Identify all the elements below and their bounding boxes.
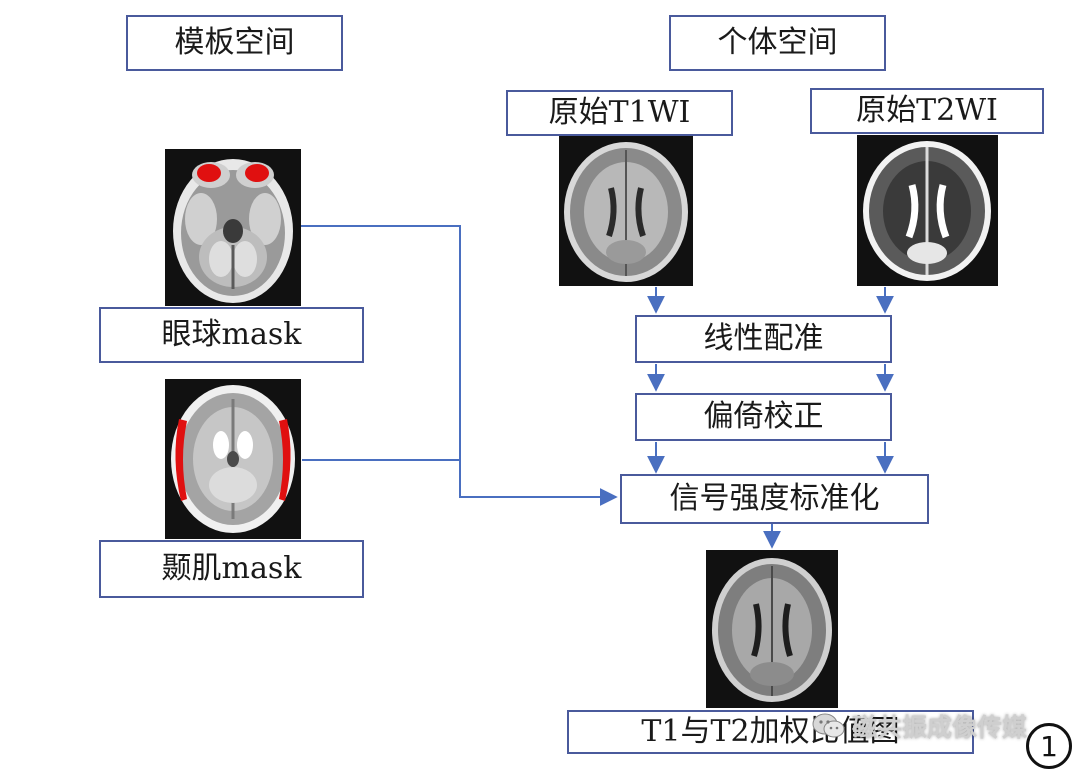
intensity-normalization-label: 信号强度标准化 (669, 481, 880, 516)
individual-space-label: 个体空间 (717, 25, 838, 60)
template-brain-eye-image (165, 149, 301, 306)
t2-weighted-image (857, 135, 998, 286)
template-eye-brain-icon (173, 159, 293, 303)
template-space-header: 模板空间 (126, 15, 343, 71)
ratio-map-box: T1与T2加权比值图 (567, 710, 974, 754)
linear-registration-label: 线性配准 (703, 321, 824, 356)
ratio-map-image (706, 550, 838, 708)
t2-brain-icon (863, 141, 991, 281)
raw-t2-label: 原始T2WI (856, 93, 998, 128)
ratio-brain-icon (712, 558, 832, 702)
t1-brain-icon (564, 142, 688, 282)
bias-correction-box: 偏倚校正 (635, 393, 892, 441)
raw-t1-box: 原始T1WI (506, 90, 733, 136)
temporal-mask-label: 颞肌mask (161, 551, 302, 586)
bias-correction-label: 偏倚校正 (703, 399, 824, 434)
figure-number: 1 (1040, 729, 1058, 763)
ratio-map-label: T1与T2加权比值图 (641, 714, 900, 749)
arrow-eye-mask-to-normalization (300, 225, 618, 506)
temporal-mask-box: 颞肌mask (99, 540, 364, 598)
eye-mask-label: 眼球mask (161, 317, 302, 352)
watermark-text: 磁共振成像传媒 (852, 713, 1028, 742)
template-space-label: 模板空间 (174, 25, 295, 60)
template-temporal-brain-icon (171, 385, 295, 533)
wechat-icon (812, 713, 845, 738)
raw-t2-box: 原始T2WI (810, 88, 1044, 134)
figure-number-badge: 1 (1026, 723, 1072, 769)
linear-registration-box: 线性配准 (635, 315, 892, 363)
t1-weighted-image (559, 136, 693, 286)
template-brain-temporal-image (165, 379, 301, 539)
raw-t1-label: 原始T1WI (548, 95, 691, 130)
individual-space-header: 个体空间 (669, 15, 886, 71)
intensity-normalization-box: 信号强度标准化 (620, 474, 929, 524)
eye-mask-box: 眼球mask (99, 307, 364, 363)
watermark: 磁共振成像传媒 (812, 706, 1052, 746)
